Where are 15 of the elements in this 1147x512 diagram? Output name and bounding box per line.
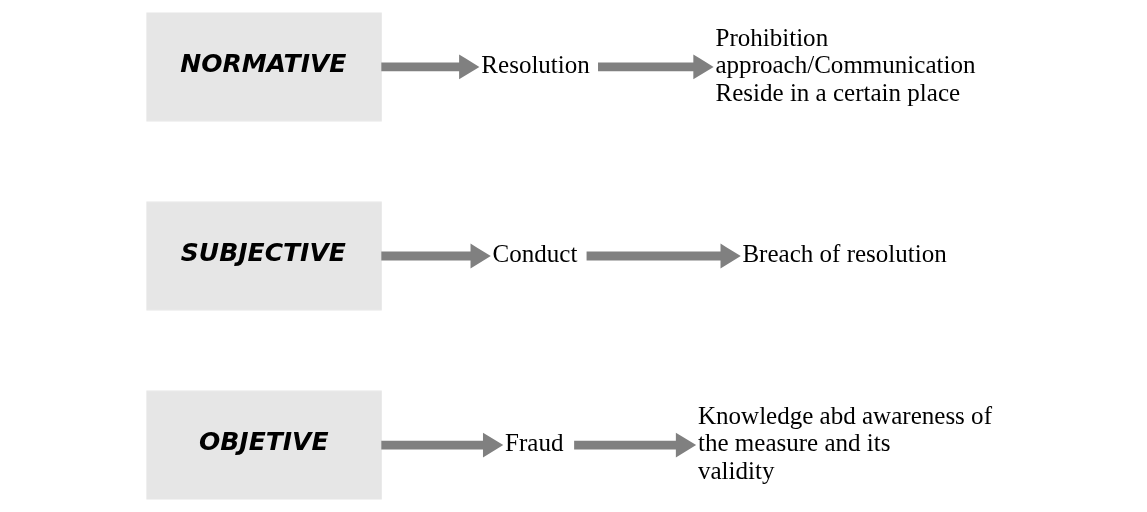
node-text: Conduct bbox=[492, 240, 577, 268]
node-text: Resolution bbox=[480, 51, 590, 79]
node-text: Knowledge abd awareness of the measure and its validity bbox=[697, 401, 992, 484]
node-text: Prohibition approach/Communication Reside in a certain place bbox=[715, 23, 975, 106]
node-text: Fraud bbox=[504, 429, 564, 457]
node-text: Breach of resolution bbox=[741, 240, 947, 268]
node-box: SUBJECTIVE bbox=[145, 201, 382, 311]
node-box: NORMATIVE bbox=[145, 12, 382, 122]
arrow bbox=[380, 432, 503, 458]
arrow bbox=[573, 432, 696, 458]
arrow bbox=[586, 243, 741, 269]
arrow bbox=[380, 243, 491, 269]
node-box: OBJETIVE bbox=[145, 390, 382, 500]
arrow bbox=[380, 54, 479, 80]
arrow bbox=[597, 54, 714, 80]
